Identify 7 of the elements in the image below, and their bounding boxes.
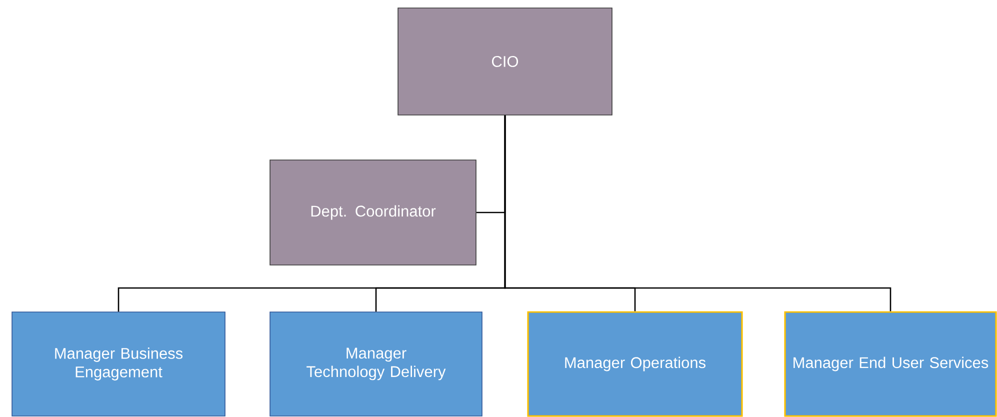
- title-box: CIO: [398, 8, 612, 116]
- role-box: Manager Operations: [527, 311, 743, 417]
- role-box: Dept. Coordinator: [270, 160, 476, 266]
- role-box: Manager Technology Delivery: [270, 312, 482, 416]
- role-box: Manager Business Engagement: [12, 312, 226, 416]
- role-box: Manager End User Services: [784, 311, 997, 417]
- connector-line: [504, 115, 892, 312]
